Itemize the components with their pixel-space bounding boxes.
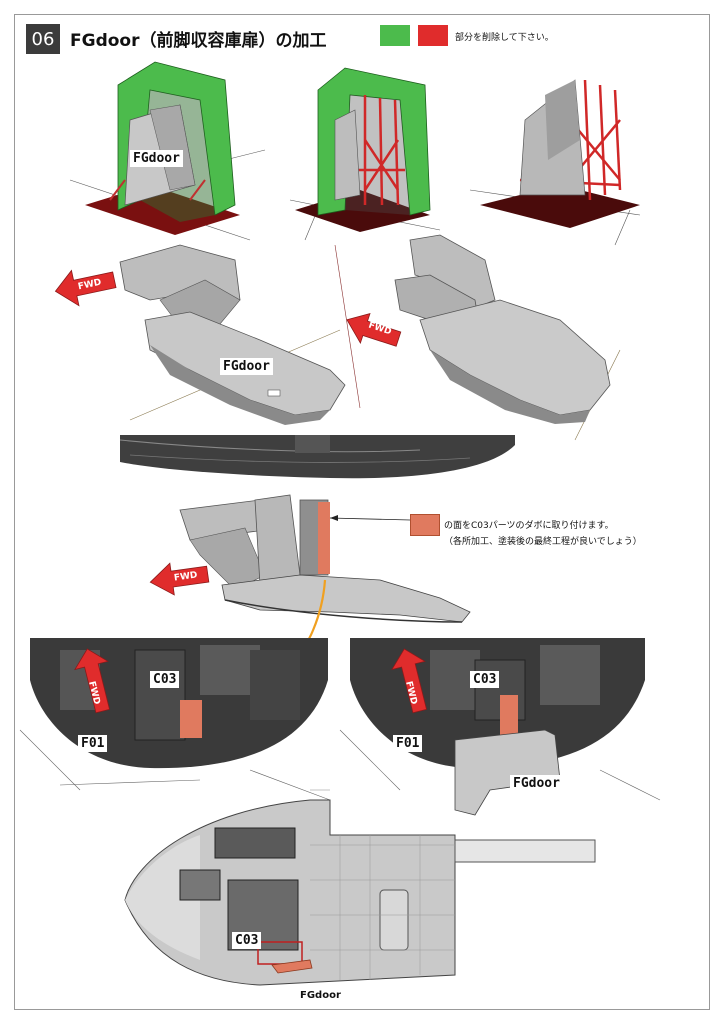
bay-closeup-left: [19, 638, 331, 801]
fgdoor-part-view-right: [334, 234, 621, 441]
fgdoor-attach-detail: [179, 494, 471, 623]
legend-red-swatch: [418, 25, 448, 46]
page-title: FGdoor（前脚収容庫扉）の加工: [70, 31, 327, 51]
label-fgdoor-part: FGdoor: [220, 358, 273, 375]
view-3-ribs-only: [469, 79, 641, 246]
label-c03-left: C03: [150, 671, 180, 688]
step-number-badge: 06: [26, 24, 60, 54]
fwd-arrow-2: [346, 312, 402, 347]
label-fgdoor-right: FGdoor: [510, 775, 563, 792]
label-fgdoor-bottom: FGdoor: [300, 990, 341, 1001]
label-fgdoor-top: FGdoor: [130, 150, 183, 167]
fwd-arrow-3: [149, 562, 210, 596]
label-f01-right: F01: [393, 735, 423, 752]
bay-closeup-right: [339, 638, 661, 816]
legend-green-swatch: [380, 25, 410, 46]
label-c03-bottom: C03: [232, 932, 262, 949]
fgdoor-part-view-left: [119, 244, 346, 425]
fwd-arrow-4: [74, 648, 111, 714]
label-f01-left: F01: [78, 735, 108, 752]
aircraft-nose-view: [124, 789, 596, 986]
note-line-2: （各所加工、塗装後の最終工程が良いでしょう）: [444, 537, 642, 547]
contact-face-swatch: [410, 514, 440, 536]
page-frame: [14, 14, 710, 1010]
view-2-bay-with-ribs: [289, 67, 441, 241]
note-line-1: の面をC03パーツのダボに取り付けます。: [444, 521, 614, 531]
fwd-arrow-5: [391, 648, 428, 714]
legend-text: 部分を削除して下さい。: [455, 33, 554, 43]
fuselage-underside-strip: [119, 435, 515, 479]
fwd-arrow-1: [54, 269, 117, 307]
label-c03-right: C03: [470, 671, 500, 688]
